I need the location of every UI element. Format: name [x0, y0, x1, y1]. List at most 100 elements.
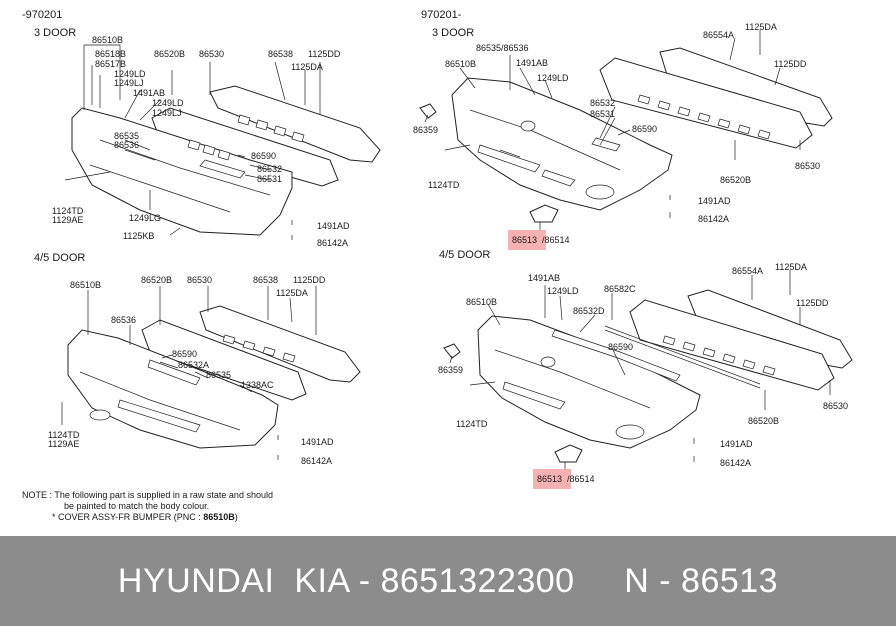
part-tr-86590: 86590	[632, 124, 657, 134]
part-tr-86532: 86532	[590, 98, 615, 108]
part-br-86520B: 86520B	[748, 416, 779, 426]
part-tl-1249LG: 1249LG	[129, 213, 161, 223]
part-tr-1124TD: 1124TD	[428, 180, 460, 190]
part-tl-86530: 86530	[199, 49, 224, 59]
part-tl-86531: 86531	[257, 174, 282, 184]
panel-top-left: -970201 3 DOOR 86510B 86518B 86517B 1249…	[22, 9, 381, 248]
part-br-1124TD: 1124TD	[456, 419, 488, 429]
part-tl-86538: 86538	[268, 49, 293, 59]
part-br-86359: 86359	[438, 365, 463, 375]
part-tl-1125KB: 1125KB	[123, 231, 154, 241]
part-tr-1125DA: 1125DA	[745, 22, 777, 32]
parts-diagram: -970201 3 DOOR 86510B 86518B 86517B 1249…	[22, 9, 853, 522]
absorber-tr	[599, 57, 813, 149]
part-tr-86520B: 86520B	[720, 175, 751, 185]
part-br-86554A: 86554A	[732, 266, 763, 276]
part-br-86530: 86530	[823, 401, 848, 411]
note-line-2: be painted to match the body colour.	[64, 501, 209, 511]
part-tr-86535-86536: 86535/86536	[476, 43, 529, 53]
grille-br	[551, 329, 681, 382]
part-bl-1491AD: 1491AD	[301, 437, 334, 447]
part-bl-86590: 86590	[172, 349, 197, 359]
part-br-86590: 86590	[608, 342, 633, 352]
part-br-86510B: 86510B	[466, 297, 497, 307]
part-bl-86532A: 86532A	[178, 360, 209, 370]
panel-top-right: 970201- 3 DOOR 86510B 86535/86536 1491AB…	[413, 9, 833, 250]
part-tr-1491AD: 1491AD	[698, 196, 731, 206]
part-tr-86514: /86514	[542, 235, 570, 245]
part-tl-1249LD: 1249LD	[114, 69, 146, 79]
part-tl-1124TD: 1124TD	[52, 206, 84, 216]
part-br-1249LD: 1249LD	[547, 286, 579, 296]
part-bl-86520B: 86520B	[141, 275, 172, 285]
part-br-1125DD: 1125DD	[796, 298, 829, 308]
part-tl-1125DD: 1125DD	[308, 49, 341, 59]
part-tl-1249LJ: 1249LJ	[114, 78, 144, 88]
part-bl-86510B: 86510B	[70, 280, 101, 290]
part-br-86142A: 86142A	[720, 458, 751, 468]
absorber-br	[629, 299, 835, 391]
part-tl-86510B: 86510B	[92, 35, 123, 45]
part-tr-1249LD: 1249LD	[537, 73, 569, 83]
highlight-86513-br	[533, 469, 571, 489]
bumper-cover-tl	[71, 107, 293, 236]
part-br-86532D: 86532D	[573, 306, 605, 316]
part-tr-86359: 86359	[413, 125, 438, 135]
part-tr-86510B: 86510B	[445, 59, 476, 69]
panel-bottom-right: 4/5 DOOR 86510B 1491AB 1249LD 86532D 865…	[438, 249, 853, 489]
panel-bottom-left: 4/5 DOOR 86510B 86520B 86530 86538 1125D…	[34, 252, 361, 466]
part-tl-1491AB: 1491AB	[133, 88, 165, 98]
part-br-86514: /86514	[567, 474, 595, 484]
part-bl-86535: 86535	[206, 370, 231, 380]
door-label-bl: 4/5 DOOR	[34, 252, 85, 264]
part-bl-1338AC: 1338AC	[241, 380, 274, 390]
part-tl-86590: 86590	[251, 151, 276, 161]
note-line-3: * COVER ASSY-FR BUMPER (PNC : 86510B)	[52, 512, 238, 522]
part-bl-1129AE: 1129AE	[48, 439, 79, 449]
part-tl-86532: 86532	[257, 164, 282, 174]
part-bl-86538: 86538	[253, 275, 278, 285]
part-bl-1125DA: 1125DA	[276, 288, 308, 298]
part-br-86513: 86513	[537, 474, 562, 484]
part-br-1491AD: 1491AD	[720, 439, 753, 449]
bumper-cover-br	[477, 315, 701, 449]
clip-tr	[419, 103, 437, 119]
part-tl-86142A: 86142A	[317, 238, 348, 248]
fog-cover-tr	[529, 204, 559, 223]
part-tl-1125DA: 1125DA	[291, 62, 323, 72]
part-tl-86536: 86536	[114, 140, 139, 150]
part-tl-1129AE: 1129AE	[52, 215, 83, 225]
part-br-1491AB: 1491AB	[528, 273, 560, 283]
door-label-tl: 3 DOOR	[34, 27, 76, 39]
part-br-1125DA: 1125DA	[775, 262, 807, 272]
part-tl-86520B: 86520B	[154, 49, 185, 59]
fog-cover-br	[554, 444, 583, 463]
clip-br	[443, 343, 461, 359]
footer-part-number: HYUNDAI KIA - 8651322300 N - 86513	[117, 561, 779, 600]
part-tl-86517B: 86517B	[95, 59, 126, 69]
part-tl-1249LD-b: 1249LD	[152, 98, 184, 108]
date-range-tl: -970201	[22, 9, 62, 21]
part-bl-86536: 86536	[111, 315, 136, 325]
part-tr-1491AB: 1491AB	[516, 58, 548, 68]
part-tl-86535: 86535	[114, 131, 139, 141]
part-tr-86554A: 86554A	[703, 30, 734, 40]
part-tl-1249LJ-b: 1249LJ	[152, 108, 182, 118]
highlight-86513-tr	[508, 230, 546, 250]
bumper-cover-bl	[67, 329, 279, 449]
note-line-1: NOTE : The following part is supplied in…	[22, 490, 273, 500]
part-br-86582C: 86582C	[604, 284, 636, 294]
part-bl-1124TD: 1124TD	[48, 430, 80, 440]
part-tr-86530: 86530	[795, 161, 820, 171]
part-bl-86142A: 86142A	[301, 456, 332, 466]
part-bl-1125DD: 1125DD	[293, 275, 326, 285]
part-tl-1491AD: 1491AD	[317, 221, 350, 231]
part-tl-86518B: 86518B	[95, 49, 126, 59]
part-tr-86531: 86531	[590, 109, 615, 119]
part-tr-86513: 86513	[512, 235, 537, 245]
door-label-br: 4/5 DOOR	[439, 249, 490, 261]
part-tr-86142A: 86142A	[698, 214, 729, 224]
part-bl-86530: 86530	[187, 275, 212, 285]
footer-banner: HYUNDAI KIA - 8651322300 N - 86513	[0, 536, 896, 626]
note-block: NOTE : The following part is supplied in…	[22, 490, 273, 522]
